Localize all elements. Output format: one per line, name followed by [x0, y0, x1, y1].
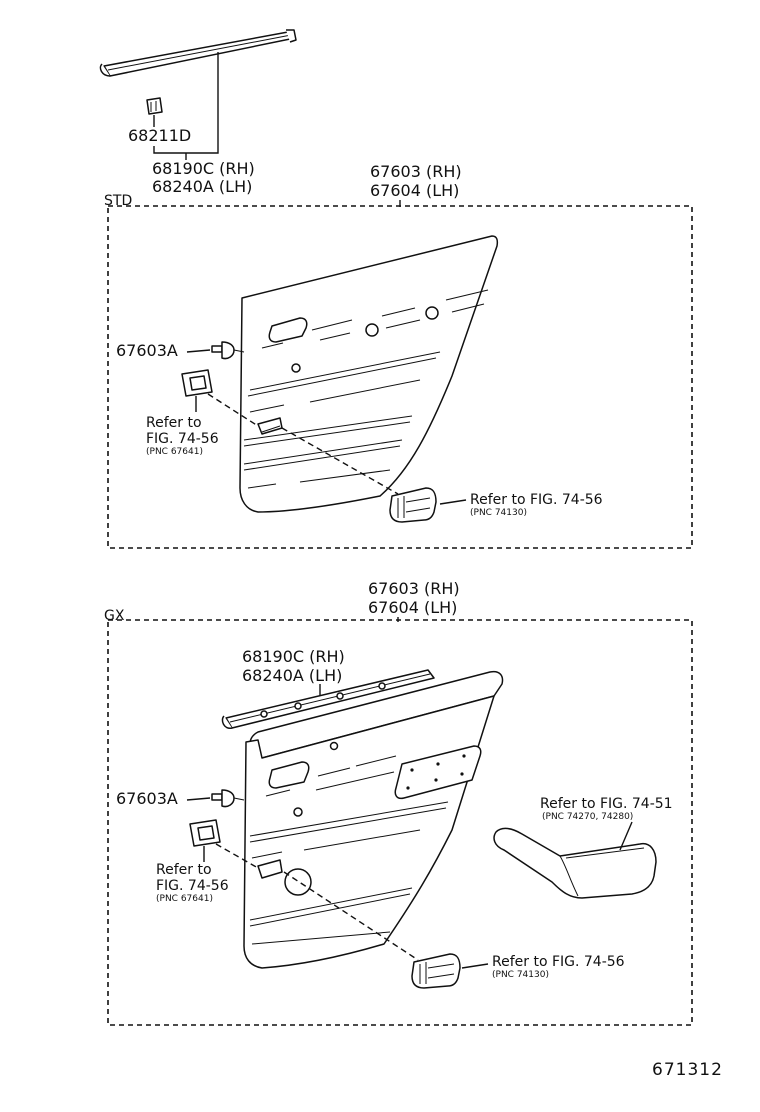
gx-ref-left-line2: FIG. 74-56 [156, 878, 229, 894]
std-door-panel[interactable] [239, 235, 499, 513]
top-clip[interactable] [146, 97, 163, 115]
gx-weatherstrip[interactable] [221, 669, 435, 729]
std-window-switch[interactable] [389, 487, 437, 523]
gx-armrest[interactable] [493, 827, 657, 899]
gx-clip-leader [186, 797, 211, 801]
gx-ref-armrest: Refer to FIG. 74-51 [540, 796, 673, 812]
std-ref-left-line2: FIG. 74-56 [146, 431, 219, 447]
std-switch-dashline [281, 427, 399, 495]
std-clip-leader [186, 349, 211, 353]
gx-window-switch[interactable] [411, 953, 461, 989]
top-weatherstrip-lh-label: 68240A (LH) [152, 177, 252, 196]
std-switch-leader [439, 499, 467, 505]
gx-ref-right: Refer to FIG. 74-56 [492, 954, 625, 970]
gx-ref-right-pnc: (PNC 74130) [492, 970, 549, 980]
gx-handle-bezel[interactable] [189, 819, 221, 847]
std-ref-left-line1: Refer to [146, 415, 202, 431]
gx-ref-left-pnc: (PNC 67641) [156, 894, 213, 904]
gx-clip-label: 67603A [116, 789, 178, 808]
top-weatherstrip-rh-label: 68190C (RH) [152, 159, 255, 178]
gx-switch-dashline [283, 871, 419, 961]
gx-section-label: GX [104, 608, 125, 624]
std-clip-label: 67603A [116, 341, 178, 360]
std-clip[interactable] [211, 341, 245, 360]
std-panel-lh-label: 67604 (LH) [370, 181, 459, 200]
std-ref-left-pnc: (PNC 67641) [146, 447, 203, 457]
gx-weatherstrip-rh-label: 68190C (RH) [242, 647, 345, 666]
std-handle-bezel[interactable] [181, 369, 213, 397]
std-ref-right-pnc: (PNC 74130) [470, 508, 527, 518]
gx-weatherstrip-lh-label: 68240A (LH) [242, 666, 342, 685]
top-clip-label: 68211D [128, 126, 191, 145]
gx-section-box [107, 619, 693, 1026]
figure-code: 671312 [652, 1060, 723, 1080]
std-panel-rh-label: 67603 (RH) [370, 162, 462, 181]
std-ref-right: Refer to FIG. 74-56 [470, 492, 603, 508]
gx-armrest-leader [619, 821, 633, 851]
gx-clip[interactable] [211, 789, 245, 808]
gx-ref-left-line1: Refer to [156, 862, 212, 878]
gx-ref-armrest-pnc: (PNC 74270, 74280) [542, 812, 633, 822]
std-section-label: STD [104, 193, 132, 209]
gx-panel-rh-label: 67603 (RH) [368, 579, 460, 598]
std-section-box [107, 205, 693, 549]
top-weatherstrip[interactable] [99, 29, 297, 77]
gx-bezel-dashline [215, 843, 259, 869]
gx-door-panel[interactable] [243, 670, 504, 969]
gx-switch-leader [461, 963, 489, 969]
gx-panel-lh-label: 67604 (LH) [368, 598, 457, 617]
